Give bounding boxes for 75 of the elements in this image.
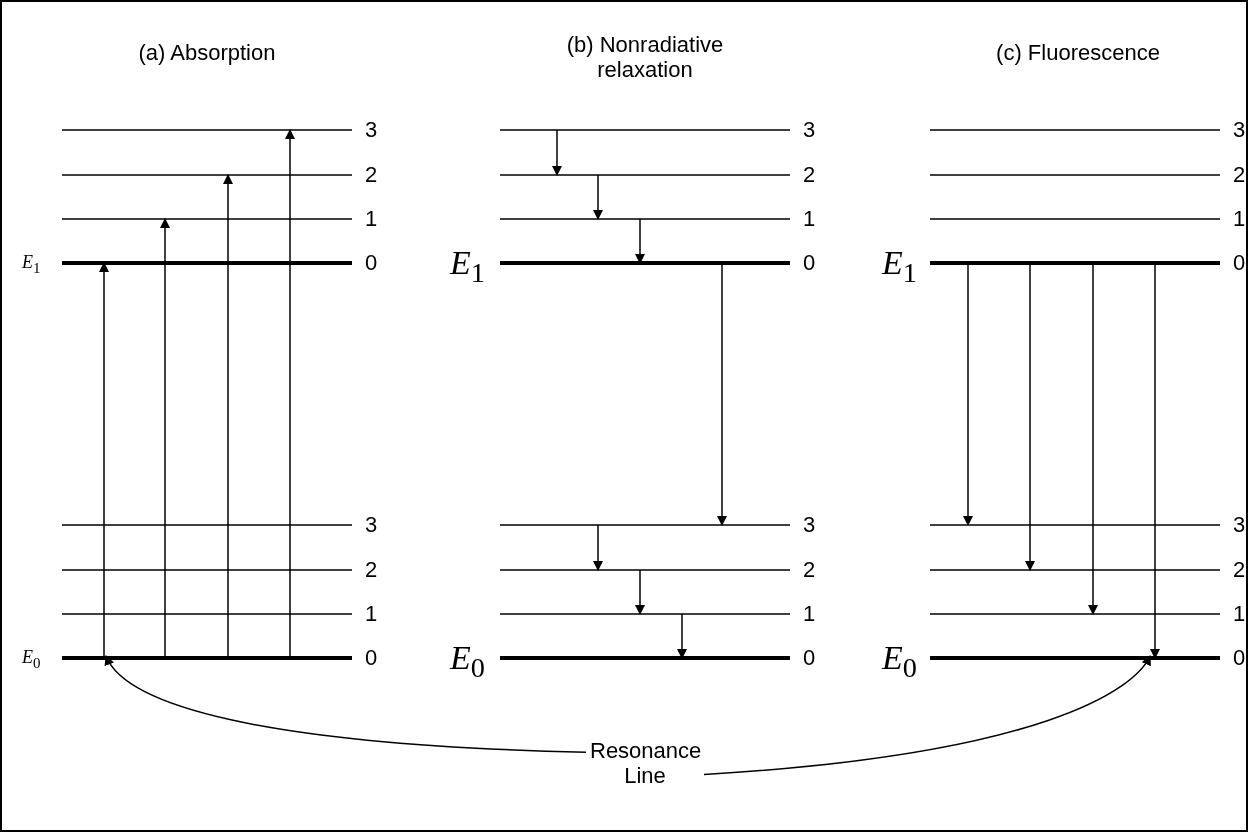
level-number: 1 [803, 601, 816, 627]
ground-level-line [62, 261, 352, 265]
level-number: 2 [803, 162, 816, 188]
level-number: 2 [1233, 162, 1246, 188]
level-number: 1 [1233, 601, 1246, 627]
energy-level-line [499, 174, 791, 176]
ground-level-line [930, 656, 1220, 660]
transition-arrow [677, 613, 687, 659]
ground-level-line [500, 656, 790, 660]
level-number: 2 [1233, 557, 1246, 583]
energy-level-line [929, 129, 1221, 131]
transition-arrow [717, 262, 727, 526]
energy-label: E$_{1}$ [882, 242, 917, 289]
transition-arrow [1088, 262, 1098, 615]
energy-label: E$_{0}$ [882, 637, 917, 684]
level-number: 3 [365, 512, 378, 538]
leader-arrow [105, 655, 587, 753]
level-number: 0 [365, 645, 378, 671]
ground-level-line [500, 261, 790, 265]
energy-level-line [499, 524, 791, 526]
level-number: 0 [803, 645, 816, 671]
transition-arrow [593, 174, 603, 220]
transition-arrow [635, 218, 645, 264]
level-number: 2 [365, 162, 378, 188]
energy-level-line [929, 174, 1221, 176]
level-number: 3 [365, 117, 378, 143]
level-number: 0 [1233, 250, 1246, 276]
level-number: 0 [803, 250, 816, 276]
energy-level-line [929, 613, 1221, 615]
ground-level-line [62, 656, 352, 660]
transition-arrow [635, 569, 645, 615]
energy-label: E$_{0}$ [22, 647, 41, 673]
leader-arrow [703, 655, 1151, 776]
transition-arrow [160, 218, 170, 659]
transition-arrow [1025, 262, 1035, 571]
panel-title: (a) Absorption [137, 40, 277, 66]
energy-level-line [929, 524, 1221, 526]
callout-text: Resonance Line [590, 738, 700, 789]
level-number: 1 [365, 206, 378, 232]
level-number: 1 [1233, 206, 1246, 232]
energy-level-line [499, 129, 791, 131]
transition-arrow [99, 262, 109, 659]
energy-level-line [61, 174, 353, 176]
energy-level-line [61, 524, 353, 526]
level-number: 3 [803, 117, 816, 143]
energy-level-line [61, 218, 353, 220]
panel-title: (b) Nonradiative relaxation [565, 32, 725, 83]
transition-arrow [285, 129, 295, 659]
level-number: 1 [803, 206, 816, 232]
energy-label: E$_{0}$ [450, 637, 485, 684]
energy-level-line [929, 218, 1221, 220]
ground-level-line [930, 261, 1220, 265]
level-number: 1 [365, 601, 378, 627]
energy-level-line [61, 613, 353, 615]
transition-arrow [963, 262, 973, 526]
energy-level-line [929, 569, 1221, 571]
level-number: 0 [365, 250, 378, 276]
energy-level-line [61, 129, 353, 131]
level-number: 3 [1233, 117, 1246, 143]
transition-arrow [1150, 262, 1160, 659]
energy-level-line [61, 569, 353, 571]
transition-arrow [552, 129, 562, 176]
energy-level-line [499, 569, 791, 571]
level-number: 2 [365, 557, 378, 583]
energy-label: E$_{1}$ [450, 242, 485, 289]
transition-arrow [593, 524, 603, 571]
panel-title: (c) Fluorescence [995, 40, 1161, 66]
level-number: 3 [803, 512, 816, 538]
energy-level-line [499, 613, 791, 615]
energy-level-line [499, 218, 791, 220]
level-number: 3 [1233, 512, 1246, 538]
level-number: 0 [1233, 645, 1246, 671]
transition-arrow [223, 174, 233, 659]
level-number: 2 [803, 557, 816, 583]
energy-label: E$_{1}$ [22, 252, 41, 278]
